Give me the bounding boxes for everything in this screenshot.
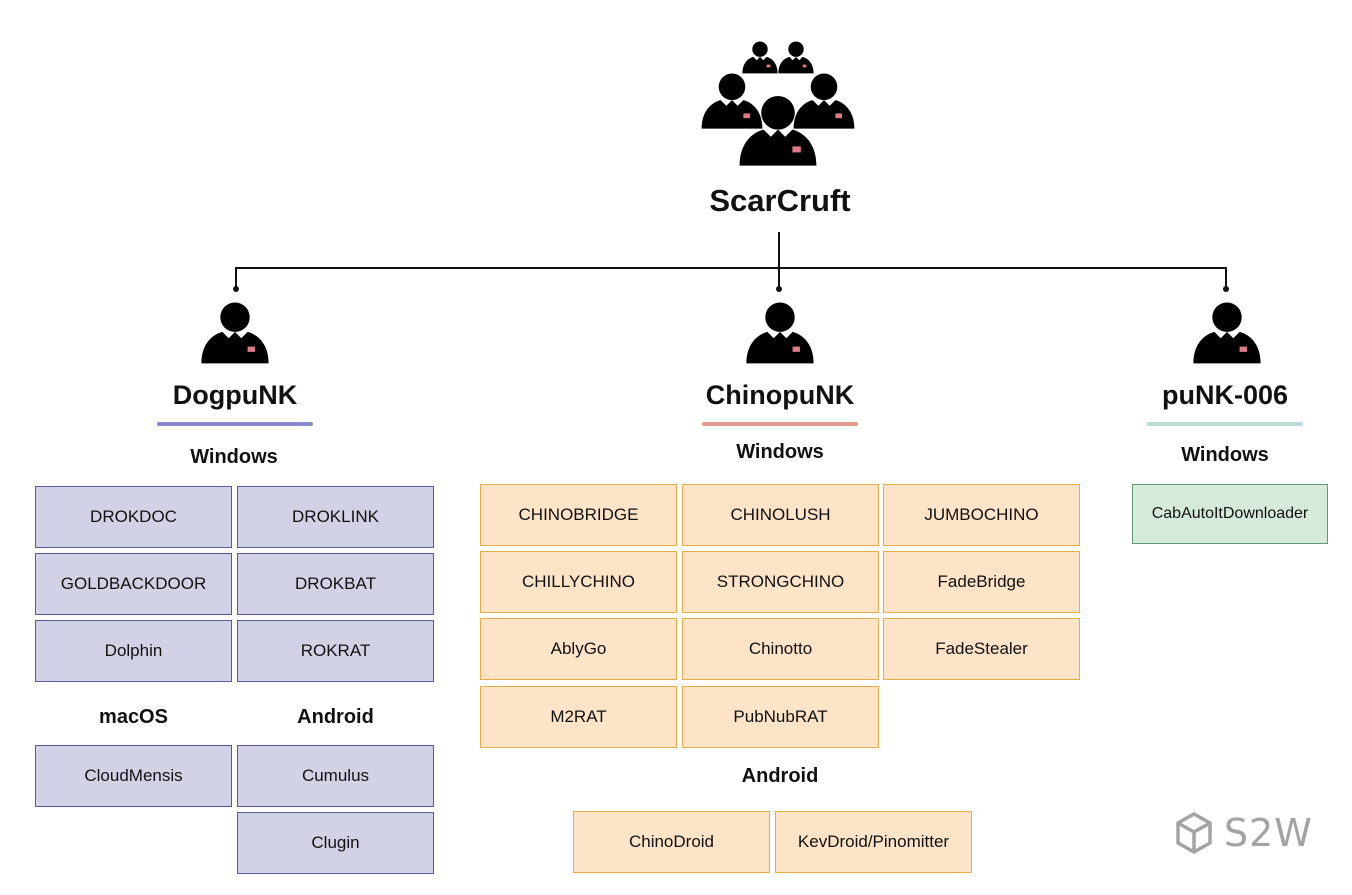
punk006-windows-label: Windows: [1181, 444, 1269, 466]
connector-dot-chinopunk: [776, 286, 782, 292]
chinopunk-malware-box: JUMBOCHINO: [883, 484, 1080, 546]
group-title-chinopunk: ChinopuNK: [705, 380, 855, 410]
dogpunk-malware-box: CloudMensis: [35, 745, 232, 807]
s2w-logo-text: S2W: [1224, 811, 1313, 855]
dogpunk-malware-box: Dolphin: [35, 620, 232, 682]
chinopunk-malware-box: FadeBridge: [883, 551, 1080, 613]
dogpunk-malware-box: Clugin: [237, 812, 434, 874]
group-underline-chinopunk: [702, 422, 858, 426]
chinopunk-malware-box: M2RAT: [480, 686, 677, 748]
chinopunk-person-icon: [746, 302, 814, 364]
dogpunk-android-label: Android: [297, 706, 374, 728]
root-connector-horizontal: [235, 267, 1227, 269]
chinopunk-malware-box: PubNubRAT: [682, 686, 879, 748]
chinopunk-malware-box: STRONGCHINO: [682, 551, 879, 613]
group-title-dogpunk: DogpuNK: [172, 380, 298, 410]
dogpunk-malware-box: DROKBAT: [237, 553, 434, 615]
connector-dogpunk: [235, 267, 237, 289]
group-underline-punk006: [1147, 422, 1303, 426]
dogpunk-windows-label: Windows: [190, 446, 278, 468]
chinopunk-malware-box: CHINOBRIDGE: [480, 484, 677, 546]
connector-dot-punk006: [1223, 286, 1229, 292]
dogpunk-malware-box: GOLDBACKDOOR: [35, 553, 232, 615]
chinopunk-malware-box: FadeStealer: [883, 618, 1080, 680]
chinopunk-malware-box: Chinotto: [682, 618, 879, 680]
punk006-malware-box: CabAutoItDownloader: [1132, 484, 1328, 544]
dogpunk-macos-label: macOS: [99, 706, 168, 728]
group-underline-dogpunk: [157, 422, 313, 426]
scarcruft-group-icon: [701, 41, 855, 166]
chinopunk-malware-box: KevDroid/Pinomitter: [775, 811, 972, 873]
cube-logo-icon: [1176, 812, 1212, 854]
dogpunk-malware-box: ROKRAT: [237, 620, 434, 682]
root-title: ScarCruft: [709, 183, 851, 218]
dogpunk-malware-box: DROKLINK: [237, 486, 434, 548]
connector-dot-dogpunk: [233, 286, 239, 292]
chinopunk-malware-box: CHINOLUSH: [682, 484, 879, 546]
chinopunk-windows-label: Windows: [736, 441, 824, 463]
chinopunk-malware-box: ChinoDroid: [573, 811, 770, 873]
chinopunk-malware-box: AblyGo: [480, 618, 677, 680]
connector-punk006: [1225, 267, 1227, 289]
dogpunk-malware-box: DROKDOC: [35, 486, 232, 548]
root-connector-vertical: [778, 232, 780, 288]
group-title-punk006: puNK-006: [1161, 380, 1289, 410]
punk006-person-icon: [1193, 302, 1261, 364]
s2w-logo: S2W: [1172, 808, 1322, 858]
chinopunk-android-label: Android: [741, 765, 819, 787]
dogpunk-person-icon: [201, 302, 269, 364]
chinopunk-malware-box: CHILLYCHINO: [480, 551, 677, 613]
dogpunk-malware-box: Cumulus: [237, 745, 434, 807]
